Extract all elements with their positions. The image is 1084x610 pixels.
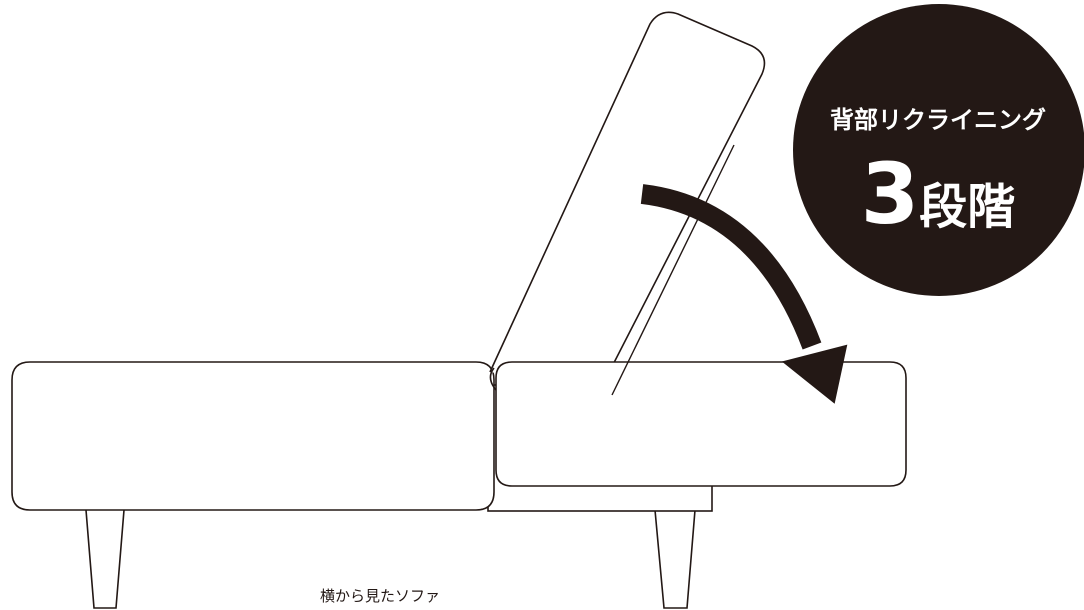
- recline-arrow-shaft: [640, 184, 822, 350]
- badge-level: 3段階: [818, 152, 1058, 249]
- right-leg: [654, 509, 696, 609]
- badge-title: 背部リクライニング: [830, 106, 1046, 134]
- badge-number: 3: [860, 145, 919, 243]
- reclined-backrest-guide: [611, 144, 735, 396]
- sofa-side-view-caption: 横から見たソファ: [319, 587, 440, 605]
- recline-badge-circle: [793, 4, 1084, 296]
- badge-unit: 段階: [919, 179, 1016, 235]
- hinge-curve: [489, 367, 497, 391]
- recline-arrow-head: [781, 344, 848, 404]
- backrest-panel: [489, 11, 766, 391]
- left-leg: [85, 509, 125, 609]
- right-seat-cushion: [495, 361, 907, 487]
- left-seat-cushion: [11, 361, 495, 511]
